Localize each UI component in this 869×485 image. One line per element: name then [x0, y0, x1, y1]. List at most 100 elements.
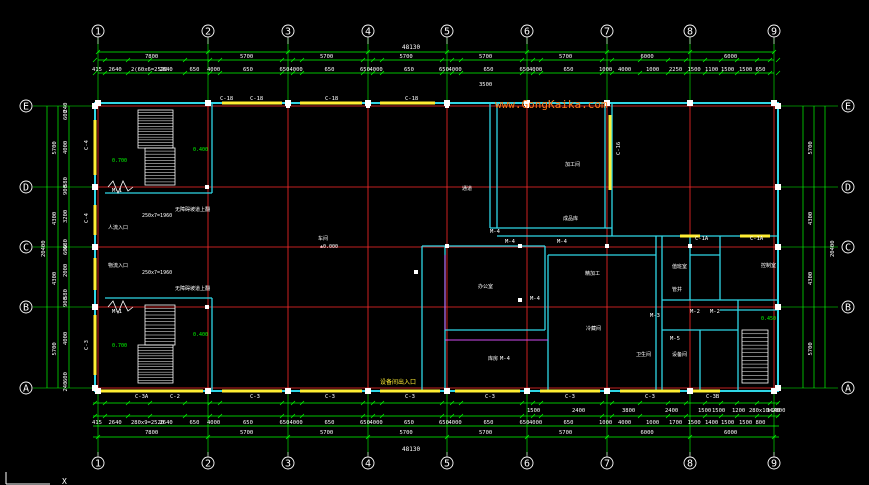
dim-tick: [775, 413, 781, 419]
dim-tick: [604, 434, 610, 440]
level-0700-bottom: 0.700: [112, 343, 127, 349]
dim-tick: [524, 434, 530, 440]
dim-tick: [665, 400, 671, 406]
bottom-note: 设备间出入口: [380, 378, 416, 386]
dim-bottom-detail: 1700: [669, 420, 682, 426]
column-post: [92, 184, 98, 190]
dim-top-detail: 2(60x6=2520: [131, 67, 167, 73]
dim-tick: [683, 70, 689, 76]
dim-top-bay: 5700: [479, 54, 492, 60]
dim-tick: [524, 49, 530, 55]
door-label: M-3: [650, 313, 660, 319]
dim-top-detail: 1500: [721, 67, 734, 73]
column-post: [414, 270, 418, 274]
dim-bottom-detail: 2640: [109, 420, 122, 426]
dim-bottom-detail: 1400: [705, 420, 718, 426]
dim-tick: [95, 49, 101, 55]
door-label: M-2: [710, 309, 720, 315]
axis-label-col-8: 8: [687, 27, 693, 38]
dim-tick: [125, 413, 131, 419]
door-label: M-5: [670, 336, 680, 342]
axis-label-row-A: A: [845, 384, 851, 395]
dim-top-detail: 650: [280, 67, 290, 73]
dim-tick: [519, 70, 525, 76]
dim-bottom-sub: 2400: [572, 408, 585, 414]
storage-label: 库房: [488, 355, 498, 362]
dim-top-detail: 1500: [739, 67, 752, 73]
dim-tick: [360, 70, 366, 76]
dim-tick: [449, 57, 455, 63]
column-post: [92, 103, 98, 109]
dim-tick: [637, 57, 643, 63]
dim-top-bay: 7800: [145, 54, 158, 60]
dim-tick: [290, 57, 296, 63]
control-label: 控制室: [761, 262, 776, 269]
window-label-top: C-18: [220, 96, 233, 102]
warehouse-label: 成品库: [563, 215, 578, 222]
dim-tick: [449, 400, 455, 406]
dim-left-bay: 4300: [52, 272, 58, 285]
dim-tick: [182, 70, 188, 76]
axis-label-row-E: E: [845, 102, 851, 113]
dim-tick: [365, 434, 371, 440]
column-post: [687, 100, 693, 106]
dim-tick: [734, 57, 740, 63]
dim-right-bay: 4300: [808, 212, 814, 225]
door-label: M-4: [530, 296, 541, 302]
dim-left-detail: 900: [63, 297, 69, 307]
column-post: [444, 388, 450, 394]
column-post: [771, 388, 777, 394]
column-post: [445, 244, 449, 248]
dim-tick: [125, 70, 131, 76]
dim-top-detail: 1000: [646, 67, 659, 73]
dim-tick: [92, 400, 98, 406]
dim-bottom-detail: 650: [190, 420, 200, 426]
dim-top-bay: 6000: [641, 54, 654, 60]
dim-tick: [360, 57, 366, 63]
axis-label-col-8: 8: [687, 459, 693, 470]
dim-tick: [360, 413, 366, 419]
axis-label-col-9: 9: [771, 27, 777, 38]
column-post: [687, 388, 693, 394]
dim-left-bay: 4300: [52, 212, 58, 225]
dim-tick: [458, 70, 464, 76]
column-post: [775, 304, 781, 310]
window-label-bottom: C-3: [485, 394, 495, 400]
dim-left-detail: 580: [63, 177, 69, 187]
axis-label-row-B: B: [23, 303, 29, 314]
axis-bubble: [841, 381, 855, 395]
level-0400-top: 0.400: [193, 147, 208, 153]
column-post: [688, 244, 692, 248]
axis-bubble: [19, 300, 33, 314]
dim-bottom-detail: 1000: [599, 420, 612, 426]
dim-tick: [439, 400, 445, 406]
axis-bubble: [19, 240, 33, 254]
column-post: [92, 244, 98, 250]
dim-left-detail: 3200: [63, 210, 69, 223]
dim-bottom-sub: 280x10=2800: [749, 408, 785, 414]
dim-bottom-detail: 650: [520, 420, 530, 426]
top-sub-dimension: 3500: [479, 82, 492, 88]
dim-tick: [530, 57, 536, 63]
dim-bottom-bay: 5700: [240, 430, 253, 436]
dim-left-detail: 240: [63, 382, 69, 392]
dim-bottom-sub: 1500: [527, 408, 540, 414]
dim-tick: [370, 70, 376, 76]
dim-tick: [754, 70, 760, 76]
column-post: [771, 100, 777, 106]
axis-label-row-C: C: [845, 243, 851, 254]
axis-label-col-7: 7: [604, 459, 610, 470]
dim-tick: [718, 70, 724, 76]
column-posts: [92, 100, 781, 394]
dim-tick: [683, 413, 689, 419]
axis-label-col-5: 5: [444, 27, 450, 38]
dim-tick: [683, 57, 689, 63]
dim-left-detail: 900: [63, 185, 69, 195]
door-label: M-1: [112, 309, 122, 315]
dim-tick: [147, 70, 153, 76]
axis-bubble: [841, 99, 855, 113]
window-label-bottom: C-3: [645, 394, 655, 400]
dim-top-detail: 2640: [160, 67, 173, 73]
dim-top-detail: 4000: [207, 67, 220, 73]
dim-tick: [182, 57, 188, 63]
